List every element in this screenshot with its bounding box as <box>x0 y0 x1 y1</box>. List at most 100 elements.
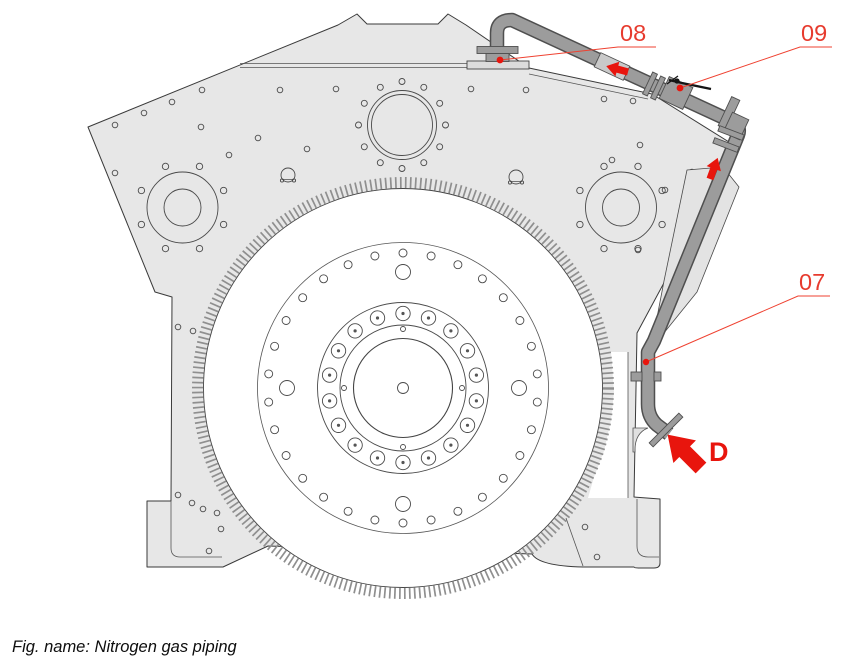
bolt-hole <box>319 274 329 284</box>
drill-hole <box>254 134 262 142</box>
bolt-hole <box>219 220 228 229</box>
bolt-center-dot <box>449 329 453 333</box>
bolt-hole <box>161 244 170 253</box>
left-foot-detail <box>170 501 222 558</box>
bolt-hole <box>468 393 485 409</box>
bolt-center-dot <box>336 349 341 353</box>
bolt-hole <box>270 341 280 351</box>
right-bolt-circle <box>576 162 666 253</box>
drill-hole <box>198 86 206 94</box>
lifting-lug-left <box>279 167 297 183</box>
bolt-ring-circle <box>257 242 549 534</box>
bolt-hole <box>658 186 666 195</box>
bolt-hole <box>420 159 428 167</box>
flywheel-disc <box>203 188 603 588</box>
bolt-hole <box>436 143 444 151</box>
bolt-hole <box>347 323 363 339</box>
drill-hole <box>581 523 589 531</box>
bolt-center-dot <box>328 399 332 403</box>
bolt-hole <box>515 316 525 325</box>
bolt-hole <box>264 397 274 407</box>
drill-hole <box>213 509 221 517</box>
pipe-flange <box>641 71 659 97</box>
drill-hole <box>225 151 233 159</box>
bolt-hole <box>436 99 444 107</box>
figure-caption: Fig. name: Nitrogen gas piping <box>12 638 238 656</box>
bolt-hole <box>498 473 508 483</box>
bolt-hole <box>442 121 449 129</box>
flywheel-hub <box>317 302 489 474</box>
bolt-center-dot <box>328 373 332 377</box>
bolt-hole <box>600 162 608 171</box>
drill-hole <box>197 123 205 131</box>
bolt-hole <box>395 496 411 512</box>
gear-teeth-ring <box>192 177 614 599</box>
bolt-hole <box>400 326 406 332</box>
bolt-hole <box>319 492 329 502</box>
leader-09 <box>679 46 832 89</box>
bolt-center-dot <box>375 316 380 320</box>
bolt-hole <box>477 492 487 502</box>
pipe-flange <box>717 125 745 141</box>
drill-hole <box>174 323 182 331</box>
bolt-hole <box>400 444 406 450</box>
bolt-hole <box>298 473 308 483</box>
bolt-center-dot <box>465 423 470 427</box>
callout-07: 07 <box>799 269 825 295</box>
right-column-gap <box>588 352 628 498</box>
drill-hole <box>629 97 637 105</box>
bolt-center-dot <box>375 456 380 460</box>
bolt-hole <box>137 220 146 229</box>
bolt-hole <box>634 244 642 253</box>
bolt-hole <box>321 393 338 409</box>
bolt-hole <box>634 162 642 171</box>
bolt-hole <box>426 251 436 261</box>
flywheel-gear <box>192 177 614 599</box>
bolt-center-dot <box>426 456 431 460</box>
bolt-hole <box>468 367 485 383</box>
drill-hole <box>276 86 284 94</box>
bolt-center-dot <box>474 399 478 403</box>
drill-hole <box>522 86 530 94</box>
bolt-hole <box>443 323 459 339</box>
bolt-hole <box>370 251 380 261</box>
leader-07 <box>645 295 830 363</box>
bolt-hole <box>281 316 291 325</box>
bolt-center-dot <box>449 443 453 447</box>
ref-dot-09 <box>676 84 684 92</box>
view-direction-arrow-d-icon <box>667 434 707 474</box>
callout-09: 09 <box>801 20 827 46</box>
drill-hole <box>111 169 119 177</box>
bolt-hole <box>498 293 508 303</box>
bolt-hole <box>330 343 347 359</box>
bolt-center-dot <box>426 316 431 320</box>
left-bolt-circle <box>137 162 228 253</box>
drill-hole <box>608 156 616 164</box>
top-bolt-circle <box>355 78 449 172</box>
bolt-center-dot <box>474 373 478 377</box>
bolt-hole <box>459 385 465 391</box>
bolt-hole <box>395 264 411 280</box>
bolt-hole <box>453 506 463 516</box>
gear-root-circle <box>203 188 603 588</box>
bolt-hole <box>343 260 353 270</box>
bolt-hole <box>330 417 347 433</box>
drill-hole <box>140 109 148 117</box>
pipe-clamp <box>630 371 643 382</box>
bolt-center-dot <box>401 311 405 316</box>
flow-arrow-up-icon <box>706 157 721 181</box>
valve-lever <box>666 75 712 91</box>
bolt-hole <box>511 380 527 396</box>
bolt-hole <box>398 165 406 172</box>
bolt-hole <box>341 385 347 391</box>
drill-hole <box>188 499 196 507</box>
bolt-hole <box>459 417 476 433</box>
bolt-center-dot <box>401 460 405 465</box>
bolt-hole <box>369 310 386 326</box>
bolt-hole <box>576 220 584 229</box>
bolt-hole <box>395 454 411 471</box>
ref-dot-07 <box>642 358 650 366</box>
drill-hole <box>303 145 311 153</box>
bolt-hole <box>395 305 411 322</box>
